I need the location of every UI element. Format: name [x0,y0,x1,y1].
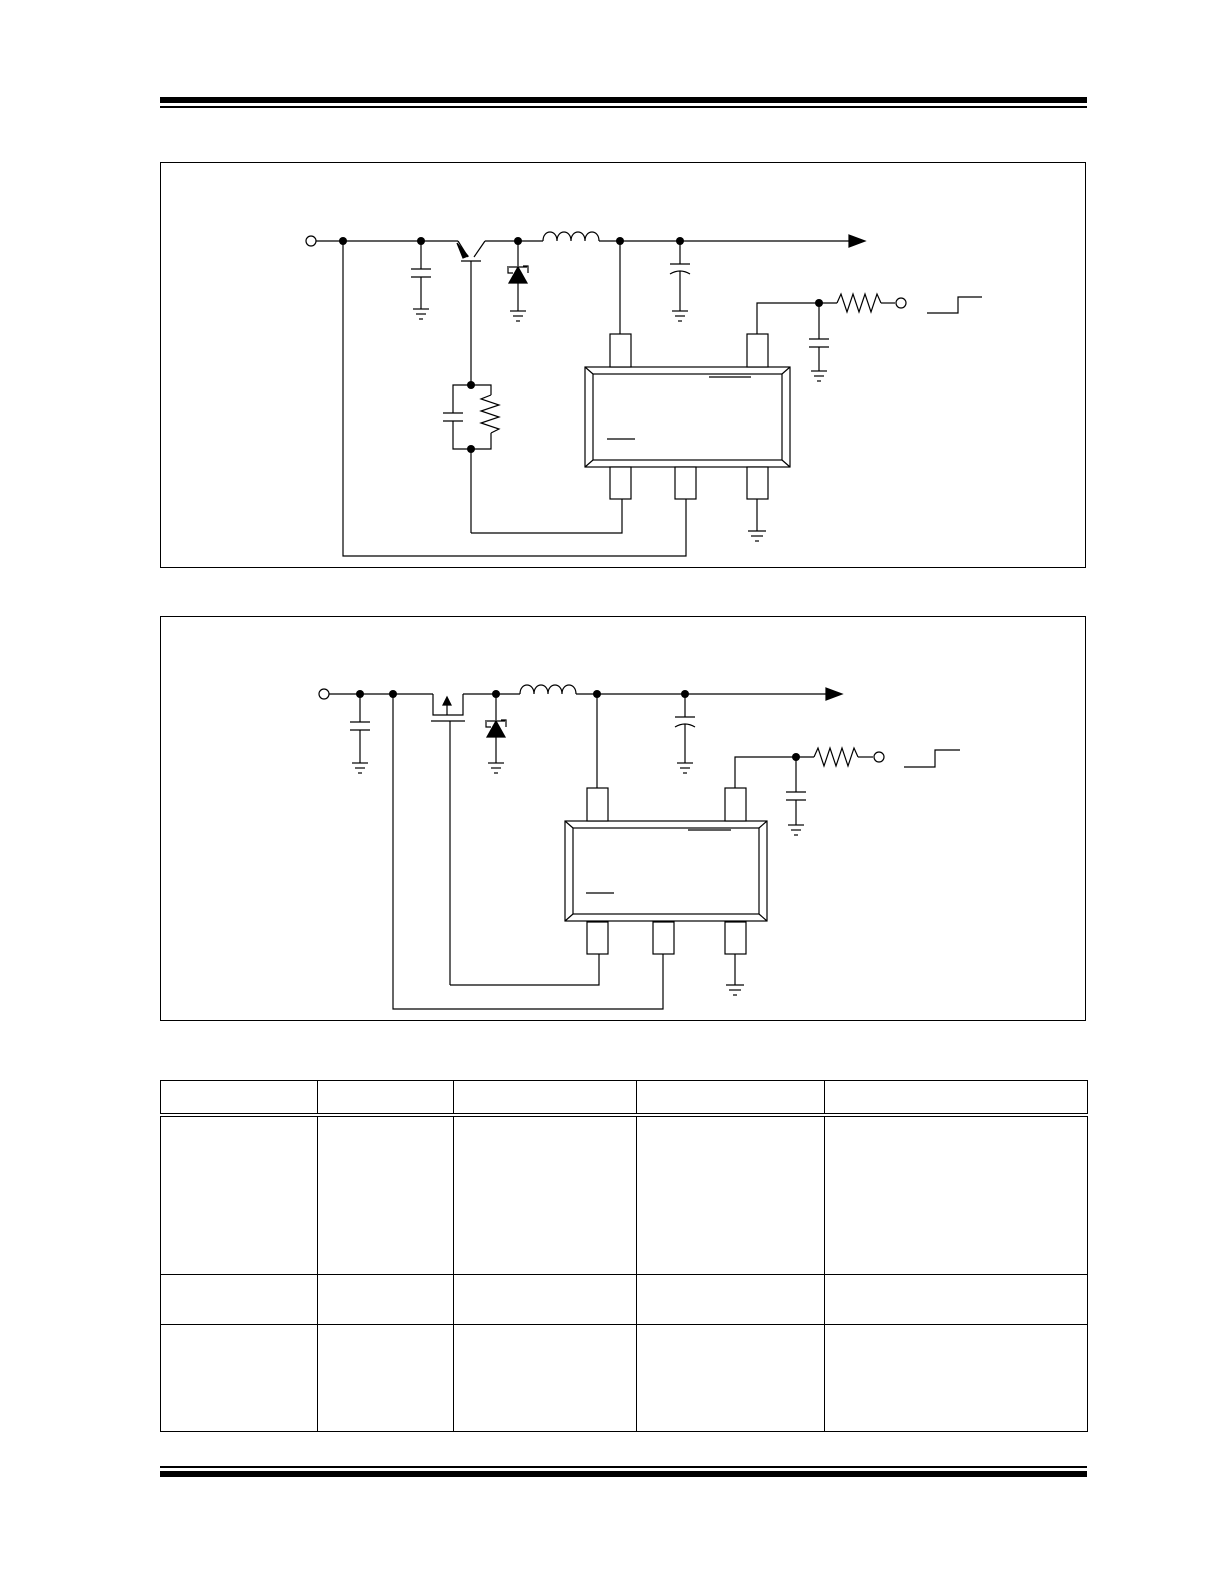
ic-ground-icon [726,954,744,996]
header-rule-thin [160,106,1087,108]
enable-line [734,756,796,788]
table-header-cell [453,1080,637,1117]
table-cell [317,1324,454,1432]
vin-sense-line [392,694,664,1010]
header-rule-thick [160,97,1087,103]
enable-capacitor [786,757,806,836]
ic-ground-icon [748,499,766,542]
ic-pin [609,333,632,368]
ic-pin [652,921,675,955]
output-arrow-icon [825,687,844,701]
table-header-row [160,1080,1088,1117]
table-cell [824,1114,1088,1275]
schottky-diode [485,694,507,774]
input-terminal [305,235,317,247]
table-cell [317,1114,454,1275]
table-header-cell [824,1080,1088,1117]
ic-pin [746,333,769,368]
table-cell [824,1324,1088,1432]
ic-pin [609,466,632,500]
output-arrow-icon [848,234,867,248]
table-header-cell [636,1080,825,1117]
table-cell [160,1324,318,1432]
schottky-diode [507,241,529,322]
table-cell [453,1273,637,1326]
enable-terminal [873,751,885,763]
component-table [160,1080,1088,1432]
input-terminal [318,688,330,700]
p-mosfet [431,693,496,985]
figure-p-mosfet [160,616,1086,1021]
output-capacitor [669,241,691,322]
input-capacitor [350,694,370,774]
controller-ic [584,333,791,500]
inductor [519,684,577,695]
table-cell [636,1324,825,1432]
controller-ic [564,787,768,955]
base-rc-network [443,384,501,450]
inductor [542,231,600,242]
table-header-cell [160,1080,318,1117]
table-cell [160,1273,318,1326]
schematic-mosfet [318,684,960,1010]
table-cell [453,1324,637,1432]
table-cell [824,1273,1088,1326]
table-cell [160,1114,318,1275]
enable-line [756,302,819,334]
drive-line [471,499,623,534]
vin-sense-line [342,241,687,557]
table-row [160,1324,1088,1432]
footer-rule-thick [160,1471,1087,1477]
enable-resistor [813,746,859,768]
figure-bipolar-pnp [160,162,1086,568]
input-capacitor [411,241,431,320]
drive-line [450,954,600,986]
ic-pin [586,787,609,822]
ic-pin [586,921,609,955]
ic-pin [724,921,747,955]
table-row [160,1114,1088,1275]
schematic-pnp [305,231,982,557]
logic-step-icon [904,749,960,768]
table-cell [317,1273,454,1326]
pnp-transistor [456,240,486,385]
enable-resistor [836,292,882,314]
ic-pin [724,787,747,822]
table-cell [636,1114,825,1275]
table-row [160,1273,1088,1326]
output-capacitor [674,694,696,774]
ic-pin [674,466,697,500]
table-header-cell [317,1080,454,1117]
enable-terminal [895,297,907,309]
footer-rule-thin [160,1466,1087,1468]
logic-step-icon [927,296,982,314]
ic-pin [746,466,769,500]
table-cell [453,1114,637,1275]
table-cell [636,1273,825,1326]
enable-capacitor [809,303,829,382]
